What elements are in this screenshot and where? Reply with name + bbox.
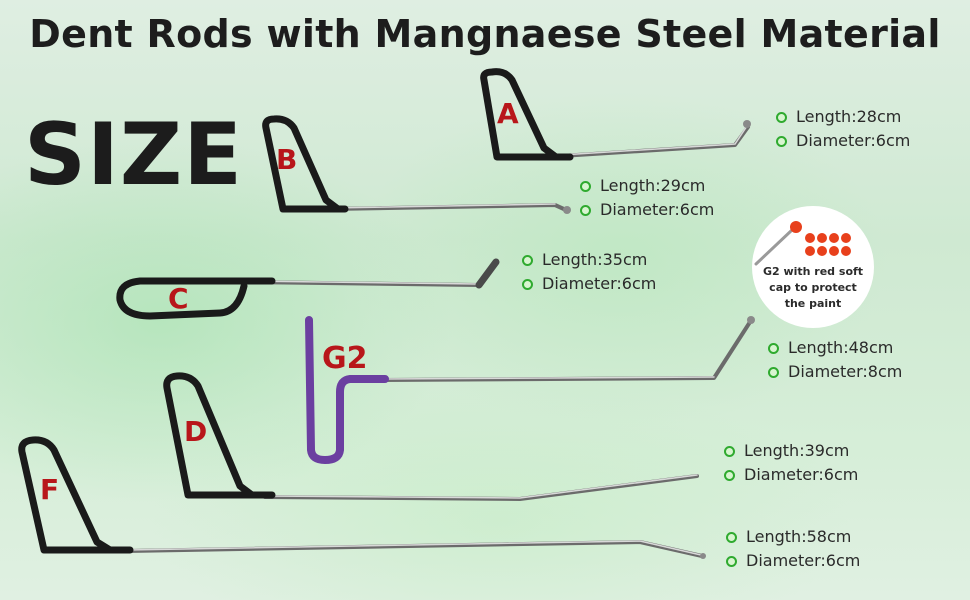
red-caps-illustration — [754, 221, 851, 266]
length-text: Length:39cm — [744, 441, 850, 460]
spec-rod-a: Length:28cm Diameter:6cm — [776, 105, 910, 153]
rod-d — [163, 372, 699, 501]
bullet-icon — [768, 342, 779, 354]
length-text: Length:58cm — [746, 527, 852, 546]
bullet-icon — [724, 445, 735, 457]
bullet-icon — [522, 278, 533, 290]
spec-rod-d: Length:39cm Diameter:6cm — [724, 439, 858, 487]
spec-rod-g2: Length:48cm Diameter:8cm — [768, 336, 902, 384]
bullet-icon — [522, 254, 533, 266]
bullet-icon — [580, 204, 591, 216]
bullet-icon — [776, 111, 787, 123]
length-text: Length:29cm — [600, 176, 706, 195]
rod-d-label: D — [184, 415, 208, 448]
diameter-text: Diameter:6cm — [744, 465, 859, 484]
diameter-text: Diameter:6cm — [542, 274, 657, 293]
bullet-icon — [776, 135, 787, 147]
rod-c — [116, 258, 500, 320]
spec-rod-f: Length:58cm Diameter:6cm — [726, 525, 860, 573]
badge-caption: G2 with red soft cap to protect the pain… — [762, 265, 864, 310]
rod-f — [18, 436, 706, 559]
rod-b — [262, 115, 571, 214]
bullet-icon — [726, 531, 737, 543]
rod-f-label: F — [40, 473, 60, 506]
rod-c-label: C — [168, 282, 189, 315]
rod-a-label: A — [497, 97, 519, 130]
diameter-text: Diameter:8cm — [788, 362, 903, 381]
rod-g2 — [305, 316, 755, 464]
diameter-text: Diameter:6cm — [796, 131, 911, 150]
length-text: Length:28cm — [796, 107, 902, 126]
g2-cap-badge: G2 with red soft cap to protect the pain… — [752, 206, 874, 328]
bullet-icon — [580, 180, 591, 192]
page-title: Dent Rods with Mangnaese Steel Material — [29, 12, 941, 56]
length-text: Length:48cm — [788, 338, 894, 357]
rod-a — [480, 68, 751, 161]
bullet-icon — [726, 555, 737, 567]
diameter-text: Diameter:6cm — [746, 551, 861, 570]
bullet-icon — [768, 366, 779, 378]
rod-b-label: B — [276, 143, 298, 176]
size-heading: SIZE — [24, 105, 244, 205]
diameter-text: Diameter:6cm — [600, 200, 715, 219]
length-text: Length:35cm — [542, 250, 648, 269]
spec-rod-c: Length:35cm Diameter:6cm — [522, 248, 656, 296]
rod-g2-label: G2 — [322, 341, 368, 376]
spec-rod-b: Length:29cm Diameter:6cm — [580, 174, 714, 222]
bullet-icon — [724, 469, 735, 481]
